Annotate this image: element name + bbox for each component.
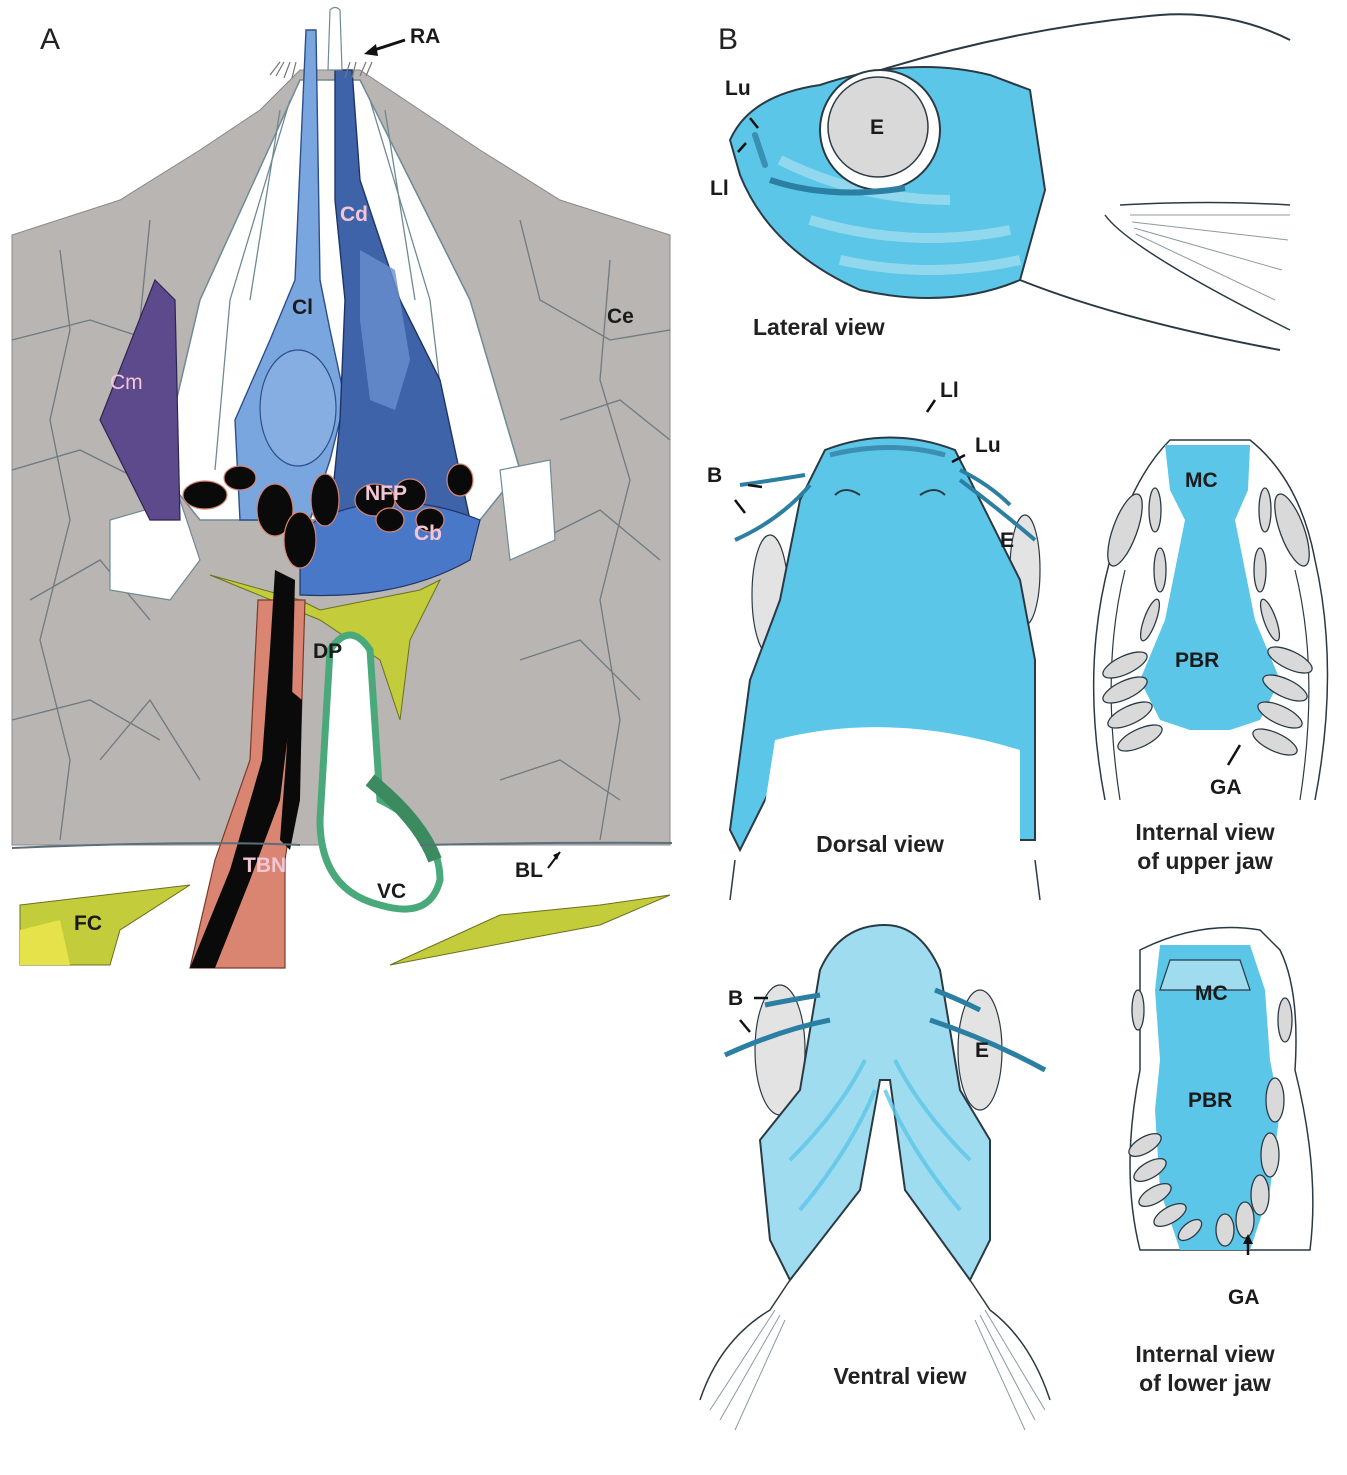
label-dp: DP (313, 640, 343, 663)
dorsal-view-illustration (728, 399, 1041, 900)
lower-jaw-caption-line1: Internal view (1135, 1341, 1275, 1367)
label-ce: Ce (607, 305, 634, 328)
label-nfp: NFP (365, 482, 407, 505)
label-cl: Cl (292, 296, 313, 319)
panel-b-letter: B (718, 23, 739, 56)
ventral-view-illustration (699, 923, 1051, 1431)
lower-jaw-view: MC PBR GA Internal view of lower jaw (1100, 910, 1347, 1470)
lateral-label-e: E (870, 116, 885, 139)
lateral-label-lu: Lu (725, 77, 751, 100)
label-cb: Cb (414, 522, 442, 545)
lower-jaw-label-ga: GA (1228, 1286, 1260, 1309)
lateral-view-illustration (728, 13, 1291, 351)
lateral-view: Lu Ll E Lateral view (690, 0, 1347, 380)
panel-b-fish-views: B Lu Ll E Lateral view (690, 0, 1347, 1475)
label-fc: FC (74, 912, 102, 935)
upper-jaw-label-ga: GA (1210, 776, 1242, 799)
lower-jaw-label-mc: MC (1195, 982, 1228, 1005)
dorsal-view: Ll Lu B E Dorsal view (690, 380, 1080, 900)
dorsal-view-caption: Dorsal view (816, 831, 944, 857)
panel-a-letter: A (40, 23, 61, 56)
upper-jaw-label-mc: MC (1185, 469, 1218, 492)
upper-jaw-view: MC PBR GA Internal view of upper jaw (1070, 420, 1347, 890)
lateral-view-caption: Lateral view (753, 314, 885, 340)
dorsal-label-e: E (1000, 529, 1015, 552)
upper-jaw-label-pbr: PBR (1175, 649, 1220, 672)
upper-jaw-caption-line1: Internal view (1135, 819, 1275, 845)
label-cd: Cd (340, 203, 368, 226)
dorsal-label-lu: Lu (975, 434, 1001, 457)
ventral-label-e: E (975, 1039, 990, 1062)
ventral-view-caption: Ventral view (833, 1363, 967, 1389)
lower-jaw-label-pbr: PBR (1188, 1089, 1233, 1112)
label-vc: VC (377, 880, 407, 903)
ventral-view: B E Ventral view (690, 910, 1080, 1470)
lower-jaw-caption: Internal view of lower jaw (1075, 1340, 1335, 1398)
dorsal-label-ll: Ll (940, 379, 959, 402)
lateral-label-ll: Ll (710, 177, 729, 200)
upper-jaw-caption: Internal view of upper jaw (1070, 818, 1340, 876)
ventral-label-b: B (728, 987, 744, 1010)
upper-jaw-caption-line2: of upper jaw (1137, 847, 1273, 874)
label-tbn: TBN (243, 854, 287, 877)
label-cm: Cm (110, 371, 143, 394)
panel-a-taste-bud-section: A RA Cd Cl Ce Cm NFP Cb DP TBN VC BL FC (0, 0, 680, 980)
upper-jaw-illustration (1092, 439, 1329, 801)
dorsal-label-b: B (707, 464, 723, 487)
lower-jaw-illustration (1128, 926, 1314, 1255)
taste-bud-illustration (11, 6, 673, 970)
lower-jaw-caption-line2: of lower jaw (1139, 1369, 1271, 1396)
label-bl: BL (515, 859, 543, 882)
label-ra: RA (410, 25, 441, 48)
